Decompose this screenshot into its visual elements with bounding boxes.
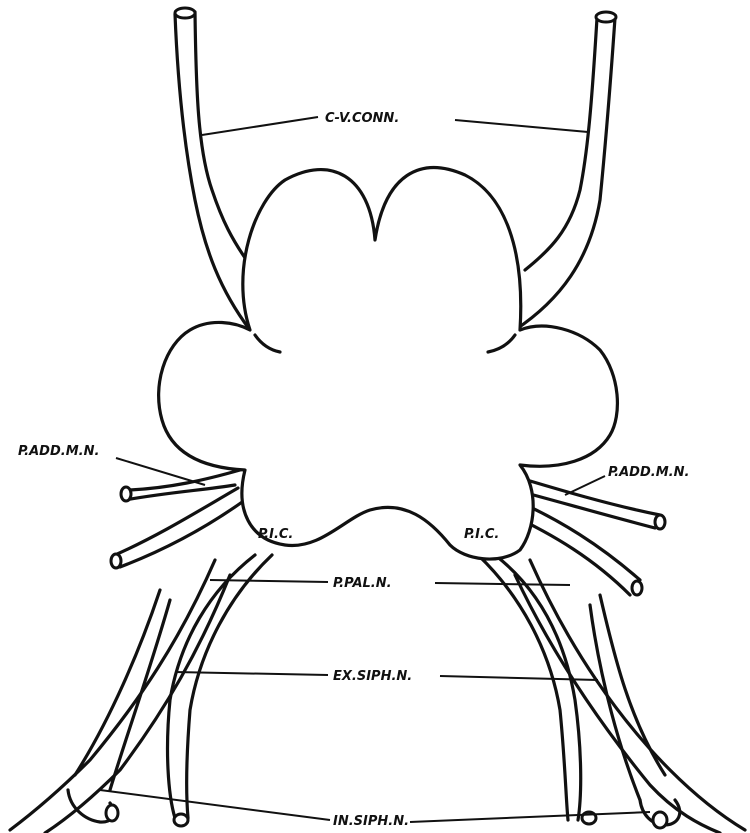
left-posterior-adductor-nerves	[111, 470, 245, 568]
label-in-siph-n: IN.SIPH.N.	[333, 814, 409, 829]
label-ex-siph-n: EX.SIPH.N.	[333, 669, 412, 684]
label-p-add-m-n-left: P.ADD.M.N.	[18, 444, 99, 459]
label-p-i-c-left: P.I.C.	[258, 527, 293, 542]
label-p-add-m-n-right: P.ADD.M.N.	[608, 465, 689, 480]
right-cerebro-visceral-connective	[515, 12, 616, 330]
label-p-i-c-right: P.I.C.	[464, 527, 499, 542]
right-siphonal-nerve-trunk	[515, 560, 745, 833]
left-cerebro-visceral-connective	[175, 8, 250, 330]
label-p-pal-n: P.PAL.N.	[333, 576, 392, 591]
label-cv-conn: C-V.CONN.	[325, 111, 399, 126]
